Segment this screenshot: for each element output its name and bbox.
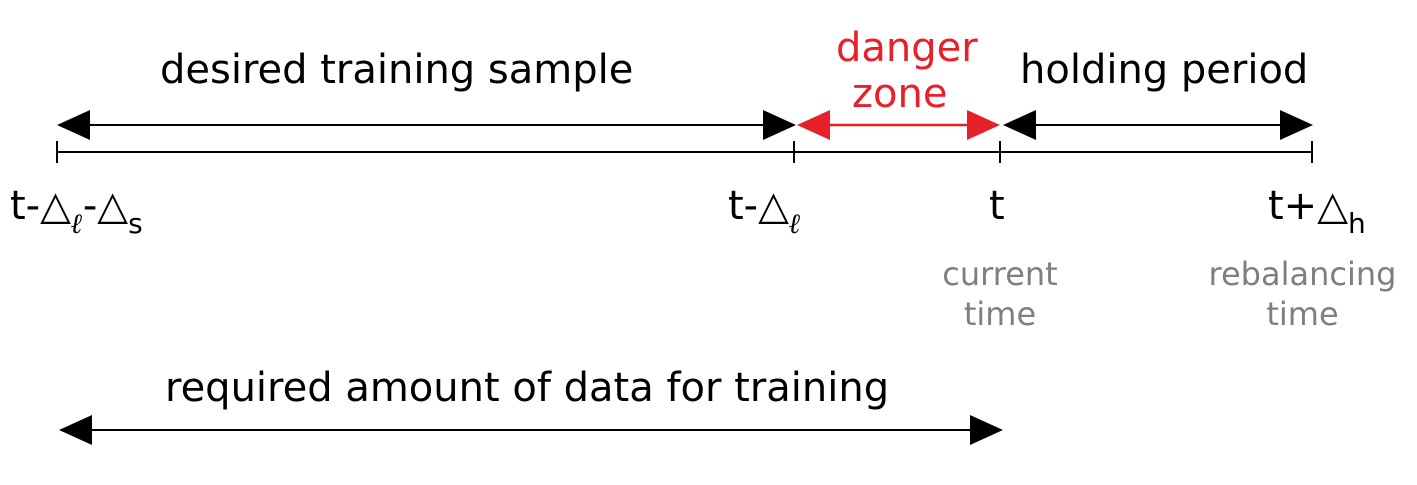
subscript-s: s (128, 207, 143, 240)
minus-sign: - (82, 183, 98, 229)
danger-zone-label-line2: zone (852, 71, 948, 117)
rebalancing-time-line1: rebalancing (1208, 255, 1397, 293)
tick-label-t-minus-l-minus-s: t-△ℓ-△s (10, 183, 143, 238)
tick-text-t: t- (728, 183, 759, 229)
holding-period-arrow (1003, 110, 1313, 140)
subscript-l: ℓ (70, 207, 83, 240)
subscript-l: ℓ (788, 207, 801, 240)
tick-text-t: t- (10, 183, 41, 229)
tick-text-t: t+ (1268, 183, 1318, 229)
danger-zone-label-line1: danger (836, 25, 978, 71)
rebalancing-time-line2: time (1266, 295, 1339, 333)
desired-training-sample-label: desired training sample (160, 47, 634, 93)
holding-period-label: holding period (1020, 47, 1309, 93)
delta-symbol: △ (40, 183, 71, 229)
required-data-label: required amount of data for training (165, 365, 890, 411)
tick-label-t: t (989, 186, 1005, 226)
tick-label-t-plus-h: t+△h (1268, 183, 1366, 238)
tick-text-t: t (989, 183, 1005, 229)
delta-symbol: △ (1317, 183, 1348, 229)
tick-label-t-minus-l: t-△ℓ (728, 183, 801, 238)
current-time-line2: time (963, 295, 1037, 333)
training-sample-arrow (57, 110, 796, 140)
delta-symbol: △ (97, 183, 129, 229)
subscript-h: h (1347, 207, 1366, 240)
required-data-arrow (59, 415, 1003, 445)
current-time-line1: current (942, 255, 1058, 293)
danger-zone-arrow (797, 110, 1000, 140)
delta-symbol: △ (758, 183, 789, 229)
